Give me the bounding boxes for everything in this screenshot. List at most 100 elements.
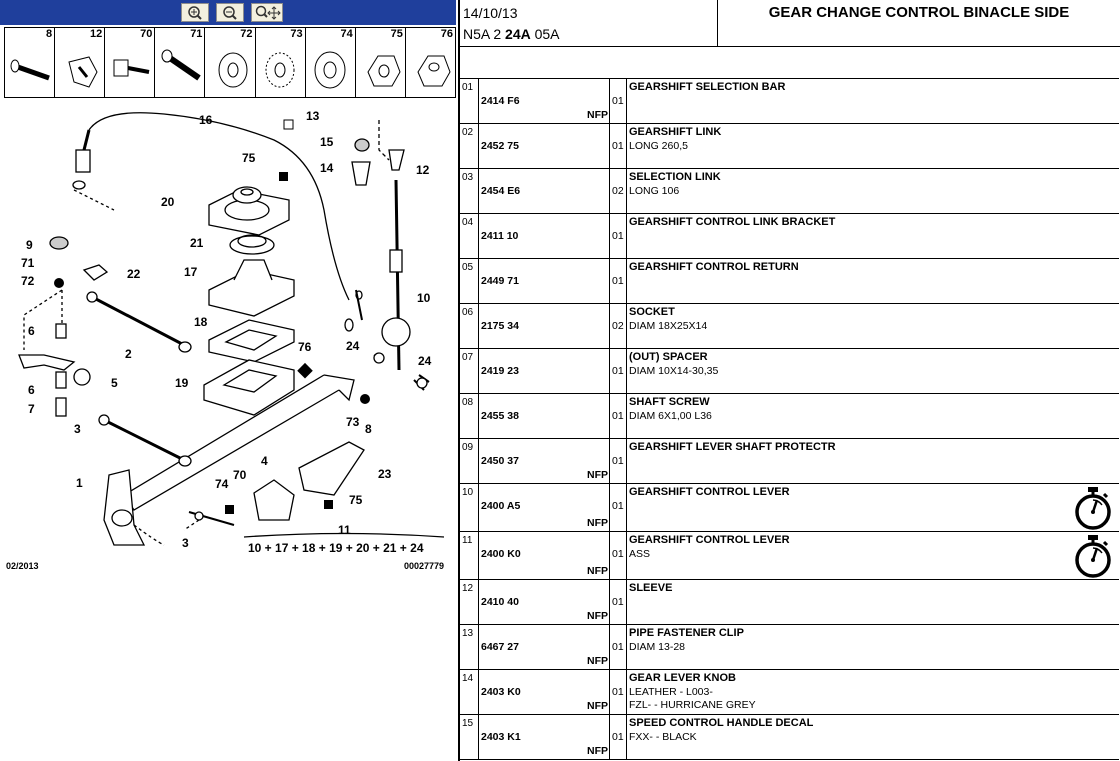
callout-number[interactable]: 20 xyxy=(161,195,175,209)
zoom-out-button[interactable] xyxy=(216,3,244,22)
part-reference[interactable]: 2400 K0 xyxy=(481,548,521,560)
callout-number[interactable]: 7 xyxy=(28,402,35,416)
small-part-cell[interactable]: 8 xyxy=(5,28,56,97)
cell-index xyxy=(460,259,479,303)
cell-index xyxy=(460,394,479,438)
part-reference[interactable]: 2419 23 xyxy=(481,365,519,377)
nfp-flag: NFP xyxy=(587,469,608,481)
cell-reference xyxy=(479,124,610,168)
callout-number[interactable]: 5 xyxy=(111,376,118,390)
zoom-pan-button[interactable] xyxy=(251,3,283,22)
small-part-cell[interactable]: 74 xyxy=(306,28,356,97)
cell-reference xyxy=(479,349,610,393)
part-label: SPEED CONTROL HANDLE DECAL xyxy=(629,717,814,729)
callout-number[interactable]: 6 xyxy=(28,324,35,338)
callout-number[interactable]: 11 xyxy=(338,523,351,537)
part-reference[interactable]: 2411 10 xyxy=(481,230,519,242)
callout-number[interactable]: 12 xyxy=(416,163,430,177)
small-part-number: 70 xyxy=(140,28,153,40)
callout-number[interactable]: 22 xyxy=(127,267,141,281)
part-detail: ASS xyxy=(629,548,651,560)
part-reference[interactable]: 2452 75 xyxy=(481,140,519,152)
part-reference[interactable]: 2450 37 xyxy=(481,455,519,467)
callout-number[interactable]: 73 xyxy=(346,415,360,429)
part-reference[interactable]: 6467 27 xyxy=(481,641,519,653)
part-reference[interactable]: 2400 A5 xyxy=(481,500,521,512)
callout-number[interactable]: 70 xyxy=(233,468,247,482)
callout-number[interactable]: 24 xyxy=(418,354,432,368)
cell-index xyxy=(460,484,479,531)
cell-quantity xyxy=(610,79,627,123)
zoom-in-icon xyxy=(188,6,202,20)
part-reference[interactable]: 2454 E6 xyxy=(481,185,521,197)
small-part-cell[interactable]: 73 xyxy=(256,28,306,97)
callout-number[interactable]: 19 xyxy=(175,376,189,390)
callout-number[interactable]: 9 xyxy=(26,238,33,252)
part-reference[interactable]: 2414 F6 xyxy=(481,95,520,107)
callout-number[interactable]: 18 xyxy=(194,315,208,329)
part-reference[interactable]: 2403 K0 xyxy=(481,686,521,698)
callout-number[interactable]: 74 xyxy=(215,477,229,491)
part-reference[interactable]: 2449 71 xyxy=(481,275,519,287)
callout-number[interactable]: 72 xyxy=(21,274,35,288)
callout-number[interactable]: 6 xyxy=(28,383,35,397)
part-quantity: 01 xyxy=(612,731,624,743)
callout-number[interactable]: 75 xyxy=(349,493,363,507)
part-reference[interactable]: 2455 38 xyxy=(481,410,519,422)
callout-number[interactable]: 10 xyxy=(417,291,431,305)
cell-reference xyxy=(479,214,610,258)
callout-number[interactable]: 24 xyxy=(346,339,360,353)
callout-number[interactable]: 8 xyxy=(365,422,372,436)
part-reference[interactable]: 2175 34 xyxy=(481,320,519,332)
small-part-number: 75 xyxy=(390,28,403,40)
stopwatch-icon[interactable] xyxy=(1073,486,1113,530)
callout-number[interactable]: 14 xyxy=(320,161,334,175)
callout-number[interactable]: 16 xyxy=(199,113,213,127)
callout-number[interactable]: 4 xyxy=(261,454,268,468)
callout-number[interactable]: 13 xyxy=(306,109,320,123)
small-part-number: 76 xyxy=(440,28,453,40)
part-reference[interactable]: 2410 40 xyxy=(481,596,519,608)
small-part-cell[interactable]: 70 xyxy=(105,28,156,97)
row-index: 09 xyxy=(462,442,474,453)
small-part-cell[interactable]: 71 xyxy=(155,28,206,97)
callout-number[interactable]: 3 xyxy=(182,536,189,550)
small-part-cell[interactable]: 76 xyxy=(406,28,455,97)
part-label: GEARSHIFT CONTROL RETURN xyxy=(629,261,799,273)
callout-number[interactable]: 1 xyxy=(76,476,83,490)
small-part-cell[interactable]: 12 xyxy=(55,28,106,97)
small-part-cell[interactable]: 75 xyxy=(356,28,406,97)
callout-number[interactable]: 2 xyxy=(125,347,132,361)
zoom-in-button[interactable] xyxy=(181,3,209,22)
small-part-cell[interactable]: 72 xyxy=(205,28,256,97)
cell-quantity xyxy=(610,169,627,213)
callout-number[interactable]: 75 xyxy=(242,151,256,165)
part-quantity: 01 xyxy=(612,686,624,698)
stopwatch-icon[interactable] xyxy=(1073,534,1113,578)
part-reference[interactable]: 2403 K1 xyxy=(481,731,521,743)
cell-index xyxy=(460,532,479,579)
callout-number[interactable]: 71 xyxy=(21,256,35,270)
callout-number[interactable]: 15 xyxy=(320,135,334,149)
callout-number[interactable]: 3 xyxy=(74,422,81,436)
callout-number[interactable]: 76 xyxy=(298,340,312,354)
callout-number[interactable]: 21 xyxy=(190,236,204,250)
callout-number[interactable]: 23 xyxy=(378,467,392,481)
callout-number[interactable]: 17 xyxy=(184,265,198,279)
